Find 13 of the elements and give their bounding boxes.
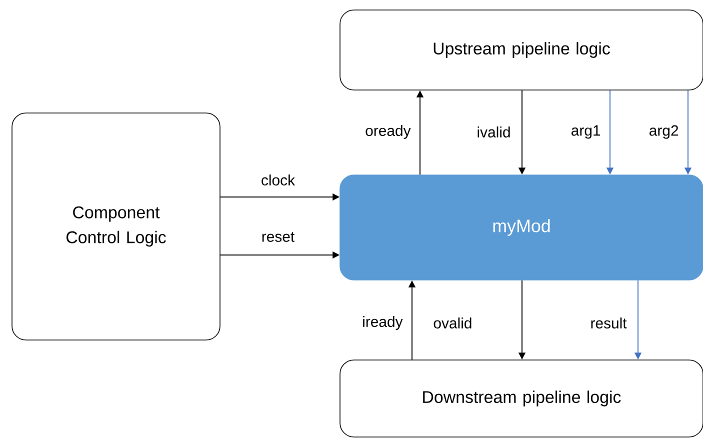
edge-label: oready [364, 124, 412, 140]
edge-label: clock [260, 174, 296, 186]
edge-label: arg2 [648, 124, 680, 140]
logic-box: Downstream pipeline logic [340, 360, 703, 438]
edge-label: arg1 [570, 124, 602, 140]
edge-label: result [589, 316, 628, 330]
module-box: myMod [340, 174, 703, 280]
edge-label: iready [361, 315, 404, 331]
edge-label: ivalid [476, 126, 512, 138]
logic-box: Upstream pipeline logic [340, 10, 703, 90]
logic-box: Component Control Logic [12, 112, 220, 340]
edge-label: reset [260, 231, 296, 243]
edge-label: ovalid [432, 316, 474, 330]
